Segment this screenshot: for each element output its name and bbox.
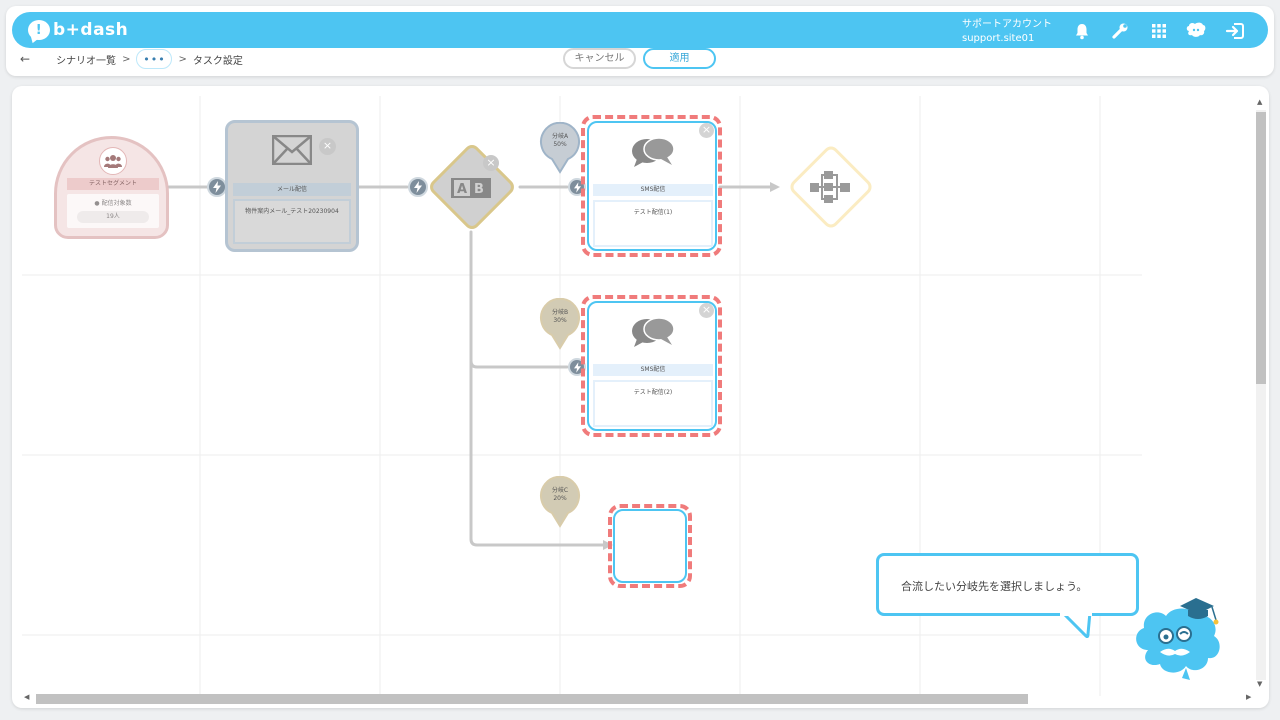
branch-a-percent: 50% bbox=[553, 141, 567, 148]
canvas-grid bbox=[22, 96, 1142, 696]
branch-c-name: 分岐C bbox=[551, 487, 569, 494]
breadcrumb-scenario-list[interactable]: シナリオ一覧 bbox=[56, 55, 117, 67]
segment-count: 19人 bbox=[77, 211, 149, 223]
close-icon[interactable]: × bbox=[699, 123, 714, 138]
bell-icon[interactable] bbox=[1071, 20, 1093, 42]
segment-label: テストセグメント bbox=[67, 178, 159, 190]
branch-c-percent: 20% bbox=[553, 495, 567, 502]
logo-text: b+dash bbox=[53, 20, 129, 40]
merge-target-highlight[interactable] bbox=[581, 295, 722, 437]
sms-a-body: テスト配信(1) bbox=[593, 200, 713, 247]
sms-node-b[interactable]: × SMS配信 テスト配信(2) bbox=[587, 301, 717, 431]
scroll-left-arrow-icon[interactable]: ◀ bbox=[24, 693, 30, 701]
sms-b-body: テスト配信(2) bbox=[593, 380, 713, 427]
breadcrumb-more-button[interactable]: ••• bbox=[136, 49, 173, 69]
branch-a-name: 分岐A bbox=[551, 133, 569, 140]
breadcrumb: ← シナリオ一覧 > ••• > タスク設定 bbox=[20, 48, 243, 70]
apply-button[interactable]: 適用 bbox=[643, 48, 716, 69]
close-icon[interactable]: × bbox=[319, 138, 336, 155]
account-info[interactable]: サポートアカウント support.site01 bbox=[962, 18, 1052, 46]
breadcrumb-separator: > bbox=[122, 53, 131, 65]
close-icon[interactable]: × bbox=[483, 155, 499, 171]
logout-icon[interactable] bbox=[1224, 20, 1246, 42]
grid-icon[interactable] bbox=[1148, 20, 1170, 42]
horizontal-scroll-thumb[interactable] bbox=[36, 694, 1028, 704]
merge-target-highlight[interactable] bbox=[581, 115, 722, 257]
account-label: サポートアカウント bbox=[962, 19, 1052, 30]
back-arrow-icon[interactable]: ← bbox=[20, 52, 31, 66]
mail-delivery-node[interactable]: × メール配信 物件案内メール_テスト20230904 bbox=[225, 120, 359, 252]
logo-mark-icon: ! bbox=[28, 20, 50, 40]
scroll-right-arrow-icon[interactable]: ▶ bbox=[1246, 693, 1252, 701]
guide-tooltip-text: 合流したい分岐先を選択しましょう。 bbox=[901, 580, 1088, 593]
logo[interactable]: ! b+dash bbox=[28, 18, 128, 42]
users-group-icon bbox=[99, 147, 127, 175]
merge-node[interactable] bbox=[785, 141, 877, 233]
svg-text:A: A bbox=[457, 182, 467, 197]
vertical-scrollbar[interactable]: ▲ ▼ bbox=[1253, 98, 1266, 688]
scroll-down-arrow-icon[interactable]: ▼ bbox=[1257, 680, 1263, 688]
scroll-up-arrow-icon[interactable]: ▲ bbox=[1257, 98, 1263, 106]
empty-drop-target[interactable] bbox=[613, 509, 687, 583]
segment-count-label: ● 配信対象数 bbox=[94, 200, 132, 207]
top-navigation-bar: ! b+dash サポートアカウント support.site01 bbox=[12, 12, 1268, 48]
chat-bubbles-icon bbox=[632, 137, 675, 167]
user-icon: ● bbox=[94, 200, 100, 207]
chat-bubbles-icon bbox=[632, 317, 675, 347]
sms-a-title: SMS配信 bbox=[593, 184, 713, 196]
face-icon[interactable] bbox=[1185, 20, 1207, 42]
breadcrumb-separator: > bbox=[178, 53, 187, 65]
mail-node-body: 物件案内メール_テスト20230904 bbox=[233, 199, 351, 244]
branch-b-percent: 30% bbox=[553, 317, 567, 324]
segment-count-box: ● 配信対象数 19人 bbox=[67, 194, 159, 228]
segment-node[interactable]: テストセグメント ● 配信対象数 19人 bbox=[54, 136, 169, 239]
tooltip-tail bbox=[1060, 612, 1092, 638]
wrench-icon[interactable] bbox=[1109, 20, 1131, 42]
sms-b-title: SMS配信 bbox=[593, 364, 713, 376]
vertical-scroll-thumb[interactable] bbox=[1256, 112, 1266, 384]
guide-tooltip: 合流したい分岐先を選択しましょう。 bbox=[876, 553, 1139, 616]
branch-b-name: 分岐B bbox=[551, 309, 569, 316]
connector-lines bbox=[167, 182, 780, 550]
header: ! b+dash サポートアカウント support.site01 bbox=[6, 6, 1274, 76]
close-icon[interactable]: × bbox=[699, 303, 714, 318]
cancel-button[interactable]: キャンセル bbox=[563, 48, 636, 69]
mail-node-title: メール配信 bbox=[233, 183, 351, 196]
mascot-icon bbox=[1136, 598, 1220, 680]
svg-text:B: B bbox=[474, 182, 484, 197]
trigger-bolt-icon[interactable] bbox=[207, 177, 227, 197]
horizontal-scrollbar[interactable]: ◀ ▶ bbox=[24, 692, 1256, 704]
merge-target-highlight[interactable] bbox=[608, 504, 692, 588]
account-id: support.site01 bbox=[962, 33, 1035, 44]
hierarchy-icon bbox=[810, 171, 850, 203]
sms-node-a[interactable]: × SMS配信 テスト配信(1) bbox=[587, 121, 717, 251]
breadcrumb-current: タスク設定 bbox=[192, 55, 243, 67]
envelope-icon bbox=[272, 135, 312, 165]
trigger-bolt-icon[interactable] bbox=[408, 177, 428, 197]
